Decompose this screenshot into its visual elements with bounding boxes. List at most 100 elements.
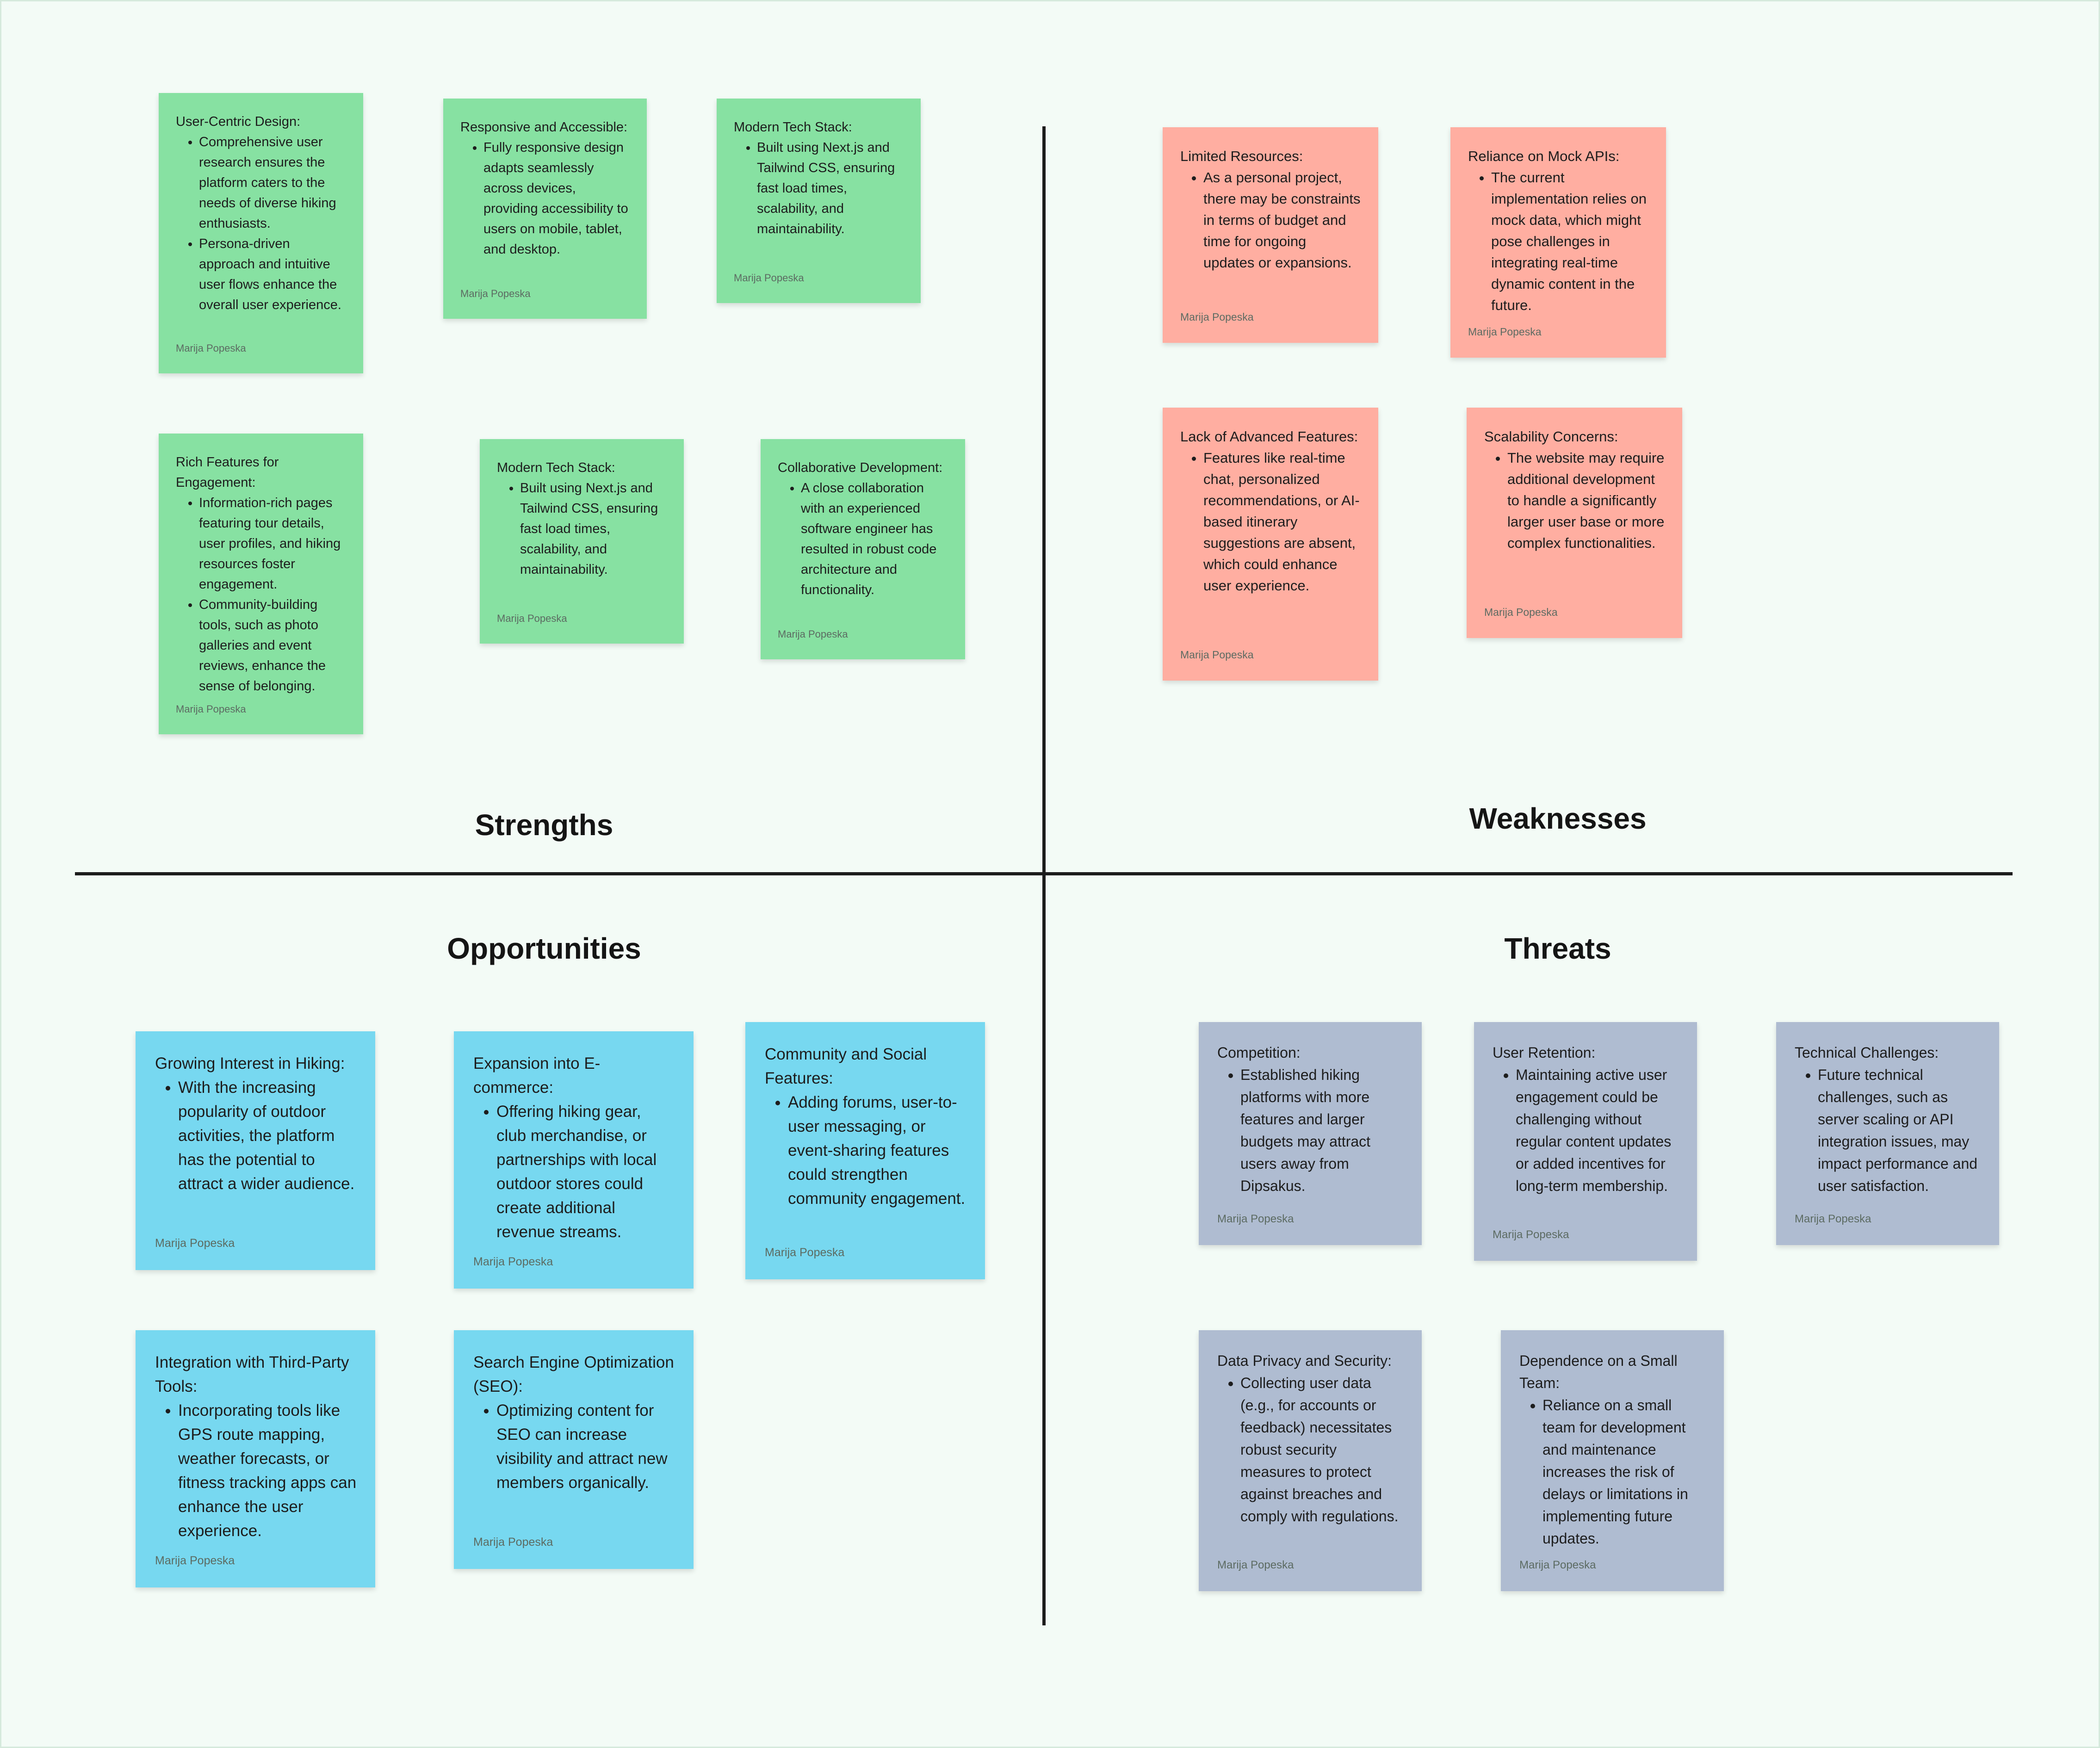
sticky-note-weakness[interactable]: Limited Resources: As a personal project…	[1163, 127, 1378, 343]
sticky-note-bullets: The current implementation relies on moc…	[1468, 167, 1648, 316]
sticky-note-title: Expansion into E-commerce:	[473, 1054, 601, 1097]
sticky-note-title: Reliance on Mock APIs:	[1468, 148, 1620, 164]
sticky-note-bullets: Incorporating tools like GPS route mappi…	[155, 1399, 357, 1543]
sticky-note-title: Growing Interest in Hiking:	[155, 1054, 345, 1072]
sticky-note-bullet: Features like real-time chat, personaliz…	[1203, 447, 1361, 596]
sticky-note-author: Marija Popeska	[734, 272, 804, 284]
sticky-note-bullet: Future technical challenges, such as ser…	[1818, 1064, 1982, 1197]
sticky-note-strength[interactable]: Rich Features for Engagement: Informatio…	[159, 434, 363, 734]
sticky-note-weakness[interactable]: Reliance on Mock APIs: The current imple…	[1450, 127, 1666, 358]
horizontal-axis-divider	[75, 872, 2013, 875]
sticky-note-strength[interactable]: Modern Tech Stack: Built using Next.js a…	[717, 99, 921, 303]
sticky-note-opportunity[interactable]: Search Engine Optimization (SEO): Optimi…	[454, 1330, 694, 1569]
sticky-note-title: Technical Challenges:	[1795, 1044, 1939, 1061]
sticky-note-author: Marija Popeska	[155, 1554, 235, 1567]
sticky-note-bullet: The website may require additional devel…	[1507, 447, 1665, 554]
sticky-note-weakness[interactable]: Lack of Advanced Features: Features like…	[1163, 408, 1378, 681]
sticky-note-bullet: Incorporating tools like GPS route mappi…	[178, 1399, 357, 1543]
sticky-note-author: Marija Popeska	[1484, 606, 1558, 618]
sticky-note-title: User-Centric Design:	[176, 114, 301, 129]
sticky-note-title: Responsive and Accessible:	[460, 120, 628, 135]
sticky-note-bullet: Built using Next.js and Tailwind CSS, en…	[520, 478, 667, 580]
sticky-note-bullets: Reliance on a small team for development…	[1519, 1394, 1706, 1550]
sticky-note-bullets: A close collaboration with an experience…	[778, 478, 948, 600]
opportunities-title: Opportunities	[447, 932, 641, 965]
sticky-note-bullets: Information-rich pages featuring tour de…	[176, 493, 347, 696]
sticky-note-strength[interactable]: Modern Tech Stack: Built using Next.js a…	[480, 439, 684, 644]
sticky-note-bullets: Fully responsive design adapts seamlessl…	[460, 137, 630, 260]
sticky-note-bullets: With the increasing popularity of outdoo…	[155, 1076, 357, 1196]
sticky-note-author: Marija Popeska	[473, 1255, 553, 1268]
sticky-note-bullet: Information-rich pages featuring tour de…	[199, 493, 347, 595]
sticky-note-bullet: Community-building tools, such as photo …	[199, 595, 347, 696]
sticky-note-threat[interactable]: Competition: Established hiking platform…	[1199, 1022, 1422, 1245]
sticky-note-bullet: With the increasing popularity of outdoo…	[178, 1076, 357, 1196]
sticky-note-bullets: As a personal project, there may be cons…	[1180, 167, 1361, 273]
threats-title: Threats	[1504, 932, 1611, 965]
sticky-note-bullet: As a personal project, there may be cons…	[1203, 167, 1361, 273]
sticky-note-threat[interactable]: Data Privacy and Security: Collecting us…	[1199, 1330, 1422, 1591]
sticky-note-bullet: Optimizing content for SEO can increase …	[496, 1399, 675, 1495]
strengths-title: Strengths	[475, 808, 613, 842]
sticky-note-author: Marija Popeska	[1180, 649, 1254, 661]
sticky-note-weakness[interactable]: Scalability Concerns: The website may re…	[1467, 408, 1682, 638]
sticky-note-bullet: The current implementation relies on moc…	[1491, 167, 1648, 316]
sticky-note-bullets: Adding forums, user-to-user messaging, o…	[765, 1091, 966, 1211]
sticky-note-bullets: Optimizing content for SEO can increase …	[473, 1399, 675, 1495]
sticky-note-author: Marija Popeska	[460, 288, 531, 299]
sticky-note-title: Data Privacy and Security:	[1217, 1352, 1392, 1369]
sticky-note-opportunity[interactable]: Expansion into E-commerce: Offering hiki…	[454, 1031, 694, 1289]
sticky-note-title: Dependence on a Small Team:	[1519, 1352, 1678, 1391]
sticky-note-threat[interactable]: User Retention: Maintaining active user …	[1474, 1022, 1697, 1261]
sticky-note-title: Modern Tech Stack:	[497, 460, 615, 475]
sticky-note-bullet: Persona-driven approach and intuitive us…	[199, 234, 347, 315]
sticky-note-author: Marija Popeska	[155, 1237, 235, 1250]
sticky-note-threat[interactable]: Technical Challenges: Future technical c…	[1776, 1022, 1999, 1245]
sticky-note-bullet: Fully responsive design adapts seamlessl…	[483, 137, 630, 260]
sticky-note-bullets: Future technical challenges, such as ser…	[1795, 1064, 1982, 1197]
sticky-note-bullets: Collecting user data (e.g., for accounts…	[1217, 1372, 1404, 1527]
sticky-note-bullet: Collecting user data (e.g., for accounts…	[1240, 1372, 1404, 1527]
sticky-note-title: Rich Features for Engagement:	[176, 455, 279, 490]
weaknesses-title: Weaknesses	[1469, 802, 1647, 835]
sticky-note-title: Competition:	[1217, 1044, 1301, 1061]
sticky-note-title: Lack of Advanced Features:	[1180, 428, 1358, 445]
sticky-note-bullet: A close collaboration with an experience…	[801, 478, 948, 600]
sticky-note-author: Marija Popeska	[1493, 1228, 1569, 1241]
sticky-note-bullet: Maintaining active user engagement could…	[1516, 1064, 1679, 1197]
sticky-note-author: Marija Popeska	[473, 1536, 553, 1549]
sticky-note-threat[interactable]: Dependence on a Small Team: Reliance on …	[1501, 1330, 1724, 1591]
sticky-note-title: Scalability Concerns:	[1484, 428, 1618, 445]
sticky-note-title: User Retention:	[1493, 1044, 1596, 1061]
sticky-note-bullet: Built using Next.js and Tailwind CSS, en…	[757, 137, 904, 239]
sticky-note-opportunity[interactable]: Integration with Third-Party Tools: Inco…	[136, 1330, 375, 1587]
sticky-note-author: Marija Popeska	[778, 628, 848, 640]
sticky-note-opportunity[interactable]: Community and Social Features: Adding fo…	[745, 1022, 985, 1279]
sticky-note-strength[interactable]: Collaborative Development: A close colla…	[761, 439, 965, 659]
sticky-note-bullets: Built using Next.js and Tailwind CSS, en…	[734, 137, 904, 239]
sticky-note-author: Marija Popeska	[1795, 1213, 1871, 1225]
sticky-note-title: Limited Resources:	[1180, 148, 1303, 164]
sticky-note-bullet: Adding forums, user-to-user messaging, o…	[788, 1091, 966, 1211]
sticky-note-title: Community and Social Features:	[765, 1045, 927, 1087]
sticky-note-bullets: Features like real-time chat, personaliz…	[1180, 447, 1361, 596]
sticky-note-author: Marija Popeska	[1519, 1559, 1596, 1571]
sticky-note-author: Marija Popeska	[1468, 326, 1542, 338]
sticky-note-author: Marija Popeska	[1180, 311, 1254, 323]
sticky-note-strength[interactable]: User-Centric Design: Comprehensive user …	[159, 93, 363, 373]
sticky-note-bullets: Comprehensive user research ensures the …	[176, 132, 347, 315]
sticky-note-bullets: Offering hiking gear, club merchandise, …	[473, 1100, 675, 1244]
sticky-note-bullets: Built using Next.js and Tailwind CSS, en…	[497, 478, 667, 580]
sticky-note-author: Marija Popeska	[176, 342, 246, 354]
sticky-note-bullets: Maintaining active user engagement could…	[1493, 1064, 1679, 1197]
sticky-note-title: Integration with Third-Party Tools:	[155, 1353, 349, 1395]
sticky-note-bullet: Established hiking platforms with more f…	[1240, 1064, 1404, 1197]
sticky-note-opportunity[interactable]: Growing Interest in Hiking: With the inc…	[136, 1031, 375, 1270]
sticky-note-author: Marija Popeska	[1217, 1213, 1294, 1225]
sticky-note-bullet: Reliance on a small team for development…	[1542, 1394, 1706, 1550]
sticky-note-author: Marija Popeska	[1217, 1559, 1294, 1571]
sticky-note-strength[interactable]: Responsive and Accessible: Fully respons…	[443, 99, 647, 319]
sticky-note-bullets: Established hiking platforms with more f…	[1217, 1064, 1404, 1197]
sticky-note-bullets: The website may require additional devel…	[1484, 447, 1665, 554]
